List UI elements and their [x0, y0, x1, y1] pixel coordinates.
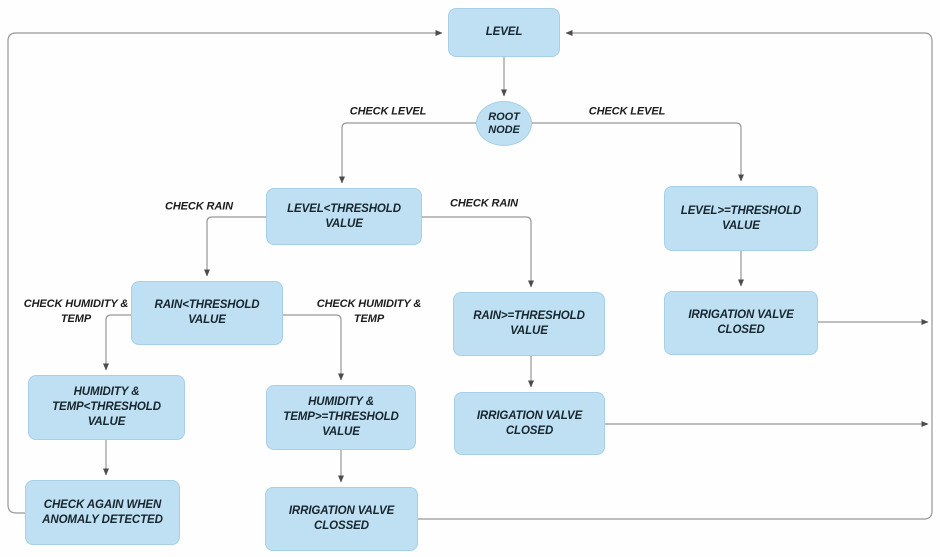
node-root: ROOT NODE — [476, 101, 532, 146]
node-rain-below-threshold: RAIN<THRESHOLD VALUE — [131, 281, 283, 345]
node-level: LEVEL — [448, 8, 560, 57]
edge-label-check-level-left: CHECK LEVEL — [349, 105, 427, 118]
edge-loop-check-again-to-level — [7, 30, 443, 514]
edge-label-check-humidity-temp-left: CHECK HUMIDITY & TEMP — [23, 298, 129, 325]
node-rain-at-or-above-threshold: RAIN>=THRESHOLD VALUE — [453, 292, 605, 356]
edge-rain-below-to-humidity-above — [283, 314, 344, 381]
edge-label-check-rain-left: CHECK RAIN — [164, 200, 234, 213]
node-irrigation-valve-clossed: IRRIGATION VALVE CLOSSED — [265, 487, 418, 551]
edge-level-below-to-rain-above — [422, 216, 534, 288]
edge-root-to-level-above — [532, 122, 744, 182]
edge-label-check-humidity-temp-right: CHECK HUMIDITY & TEMP — [316, 298, 422, 325]
edge-label-check-rain-right: CHECK RAIN — [449, 197, 519, 210]
node-level-below-threshold: LEVEL<THRESHOLD VALUE — [266, 188, 422, 245]
edge-rain-below-to-humidity-below — [103, 314, 131, 371]
edge-level-below-to-rain-below — [204, 216, 266, 277]
node-humidity-temp-below-threshold: HUMIDITY & TEMP<THRESHOLD VALUE — [28, 375, 185, 440]
node-check-again-when-anomaly-detected: CHECK AGAIN WHEN ANOMALY DETECTED — [25, 480, 180, 545]
node-humidity-temp-at-or-above-threshold: HUMIDITY & TEMP>=THRESHOLD VALUE — [266, 385, 416, 450]
node-irrigation-valve-closed-rain-branch: IRRIGATION VALVE CLOSED — [454, 392, 605, 455]
edge-label-check-level-right: CHECK LEVEL — [588, 105, 666, 118]
edge-root-to-level-below — [339, 122, 476, 184]
edge-loop-valve-clossed-to-level — [418, 30, 933, 520]
node-irrigation-valve-closed-level-branch: IRRIGATION VALVE CLOSED — [664, 291, 818, 355]
node-level-at-or-above-threshold: LEVEL>=THRESHOLD VALUE — [664, 186, 818, 251]
